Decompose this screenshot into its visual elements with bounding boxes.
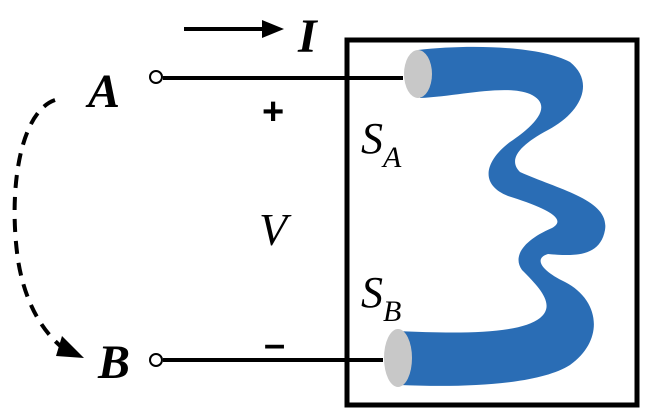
voltage-label: V <box>259 204 292 255</box>
dashed-arrowhead <box>56 336 84 358</box>
conductor-body <box>398 46 606 386</box>
surface-b-letter: S <box>361 268 383 317</box>
terminal-b-node <box>149 353 163 367</box>
device-box <box>344 37 640 408</box>
surface-a-label: SA <box>361 114 402 174</box>
current-label: I <box>297 10 319 63</box>
surface-a-letter: S <box>361 114 383 163</box>
minus-sign: – <box>264 324 285 366</box>
surface-b-subscript: B <box>383 295 401 328</box>
contact-surface-a <box>404 50 432 98</box>
terminal-b-label: B <box>97 336 130 389</box>
surface-a-subscript: A <box>381 141 402 174</box>
surface-b-label: SB <box>361 268 401 328</box>
terminal-a-label: A <box>85 65 120 118</box>
terminal-a-node <box>149 70 163 84</box>
contact-surface-b <box>384 329 412 387</box>
dashed-path-arrow <box>12 98 70 354</box>
plus-sign: + <box>262 91 284 133</box>
current-arrow <box>184 20 284 38</box>
